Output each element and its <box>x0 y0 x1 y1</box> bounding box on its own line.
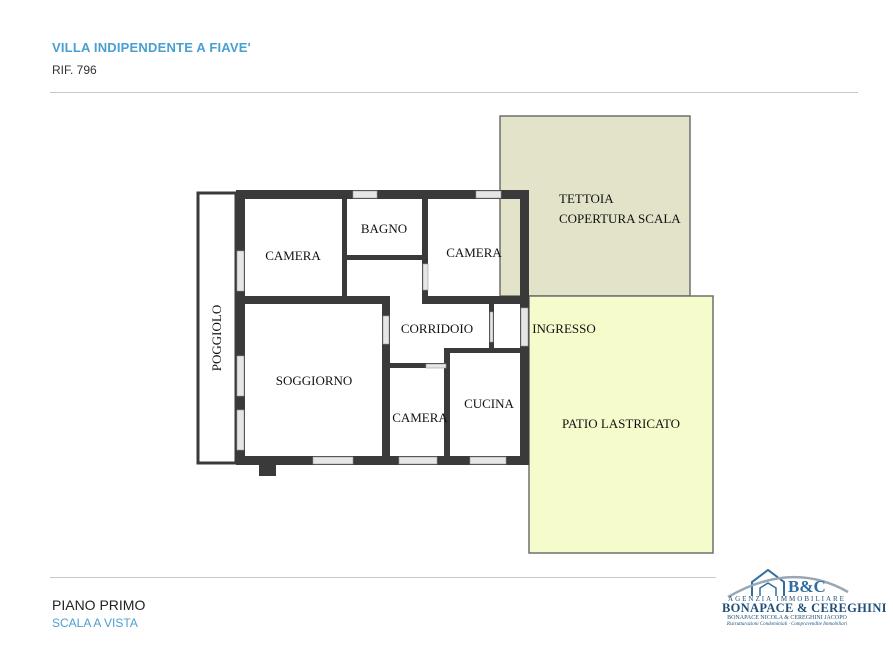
scale-note: SCALA A VISTA <box>52 616 138 630</box>
room-label-soggiorno: SOGGIORNO <box>276 373 353 388</box>
windows <box>236 190 529 465</box>
agency-logo: B&C AGENZIA IMMOBILIARE BONAPACE & CEREG… <box>722 566 887 638</box>
room-label-bagno: BAGNO <box>361 221 407 236</box>
logo-line-3: BONAPACE NICOLA & CEREGHINI JACOPO <box>727 615 847 621</box>
logo-brand: B&C <box>788 577 826 596</box>
area-label-copertura-scala: COPERTURA SCALA <box>559 211 681 226</box>
area-label-tettoia: TETTOIA <box>559 191 614 206</box>
top-divider <box>50 92 858 93</box>
room-label-camera-2: CAMERA <box>446 245 502 260</box>
logo-line-4: Ristrutturazioni Condominiali · Comprave… <box>726 622 848 627</box>
tettoia-area <box>499 115 691 297</box>
poggiolo-balcony <box>196 191 238 465</box>
room-label-poggiolo: POGGIOLO <box>209 305 224 371</box>
room-label-ingresso: INGRESSO <box>532 321 596 336</box>
logo-line-2: BONAPACE & CEREGHINI <box>722 601 887 615</box>
listing-reference: RIF. 796 <box>52 63 97 77</box>
floor-name: PIANO PRIMO <box>52 597 146 613</box>
room-label-camera-1: CAMERA <box>265 248 321 263</box>
area-label-patio: PATIO LASTRICATO <box>562 416 680 431</box>
room-label-cucina: CUCINA <box>464 396 514 411</box>
house-icon <box>727 568 849 599</box>
bottom-divider <box>50 577 716 578</box>
listing-title: VILLA INDIPENDENTE A FIAVE' <box>52 40 251 55</box>
logo-line-1: AGENZIA IMMOBILIARE <box>728 595 846 603</box>
room-label-camera-3: CAMERA <box>392 410 448 425</box>
room-label-corridoio: CORRIDOIO <box>401 321 473 336</box>
